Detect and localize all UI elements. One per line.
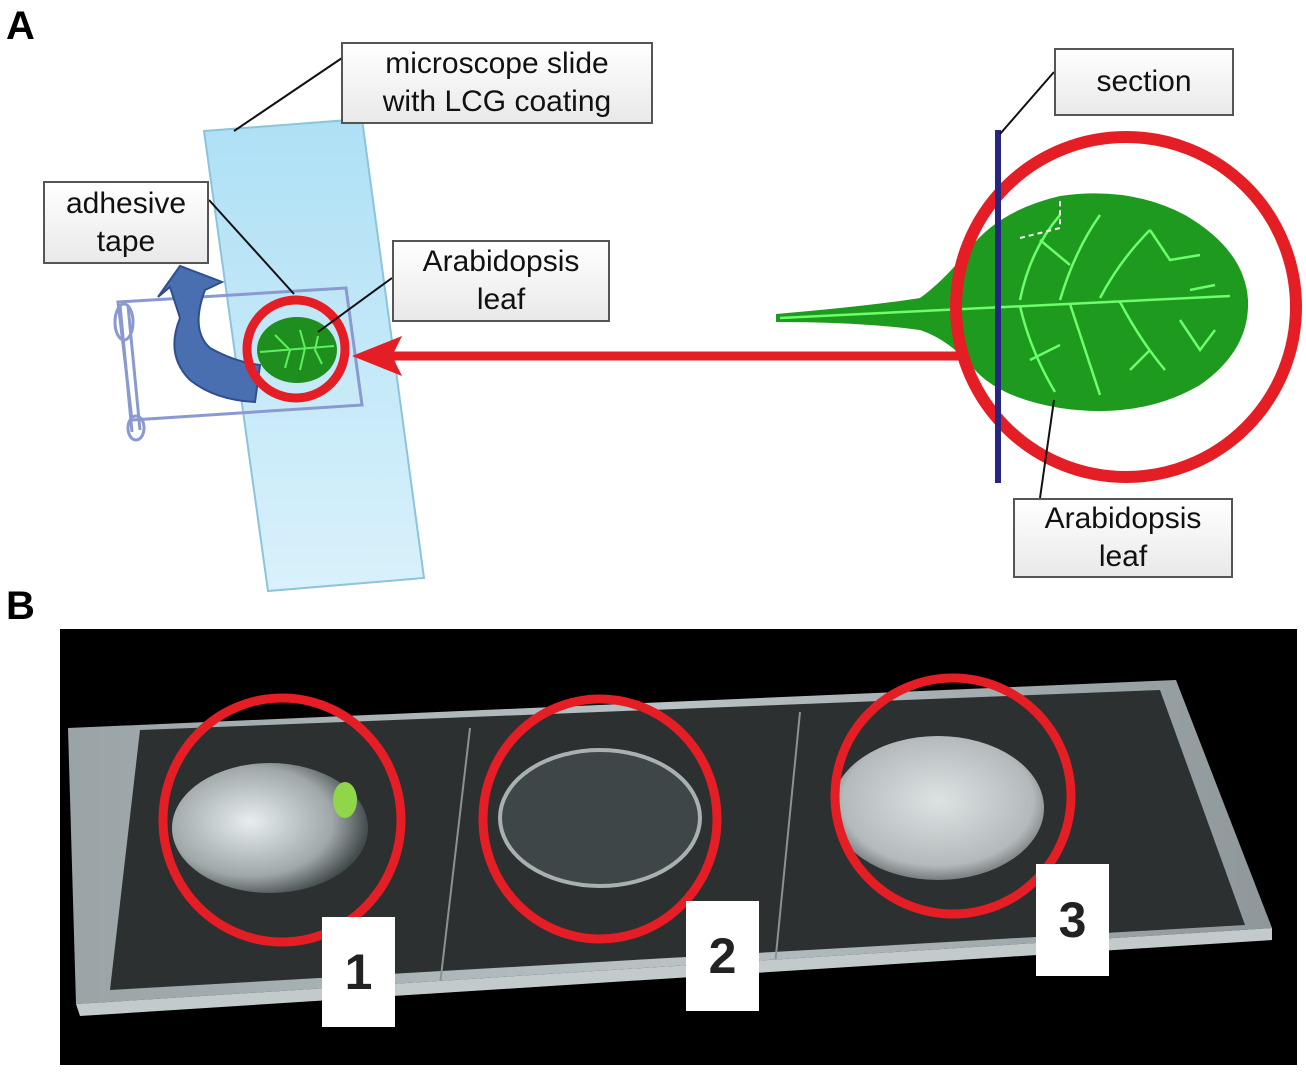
panel-label-b: B — [6, 584, 35, 628]
callout-line: leaf — [476, 283, 526, 316]
callout-section: section — [1054, 48, 1234, 116]
sample-number-2: 2 — [686, 901, 759, 1011]
callout-arabidopsis-leaf-left: Arabidopsis leaf — [392, 240, 610, 322]
large-highlight-circle — [950, 131, 1302, 483]
small-highlight-circle — [242, 295, 350, 403]
callout-line: microscope slide — [385, 47, 609, 80]
callout-arabidopsis-leaf-right: Arabidopsis leaf — [1013, 498, 1233, 578]
callout-line: with LCG coating — [382, 85, 612, 118]
sample-circles — [158, 673, 1076, 947]
sample-circle-3 — [830, 673, 1076, 919]
callout-line: adhesive — [65, 186, 187, 220]
red-pointer-arrow — [352, 336, 972, 376]
sample-number-1: 1 — [322, 917, 395, 1027]
panel-label-a: A — [6, 4, 35, 48]
adhesive-tape-roll — [113, 286, 364, 442]
callout-line: section — [1096, 65, 1192, 98]
callout-line: leaf — [1098, 540, 1148, 573]
callout-adhesive-tape: adhesive tape — [43, 181, 209, 264]
curved-blue-arrow — [157, 264, 262, 404]
small-leaf — [257, 317, 337, 383]
callout-microscope-slide: microscope slide with LCG coating — [341, 42, 653, 124]
specimen-spots — [172, 736, 1044, 893]
callout-line: Arabidopsis — [1044, 502, 1202, 535]
sample-circle-2 — [478, 694, 722, 944]
sample-number-3: 3 — [1036, 864, 1109, 976]
leader-lines — [208, 57, 1055, 499]
sample-circle-1 — [158, 693, 406, 947]
callout-line: Arabidopsis — [422, 245, 580, 278]
callout-line: tape — [96, 224, 156, 258]
large-leaf — [776, 193, 1249, 412]
